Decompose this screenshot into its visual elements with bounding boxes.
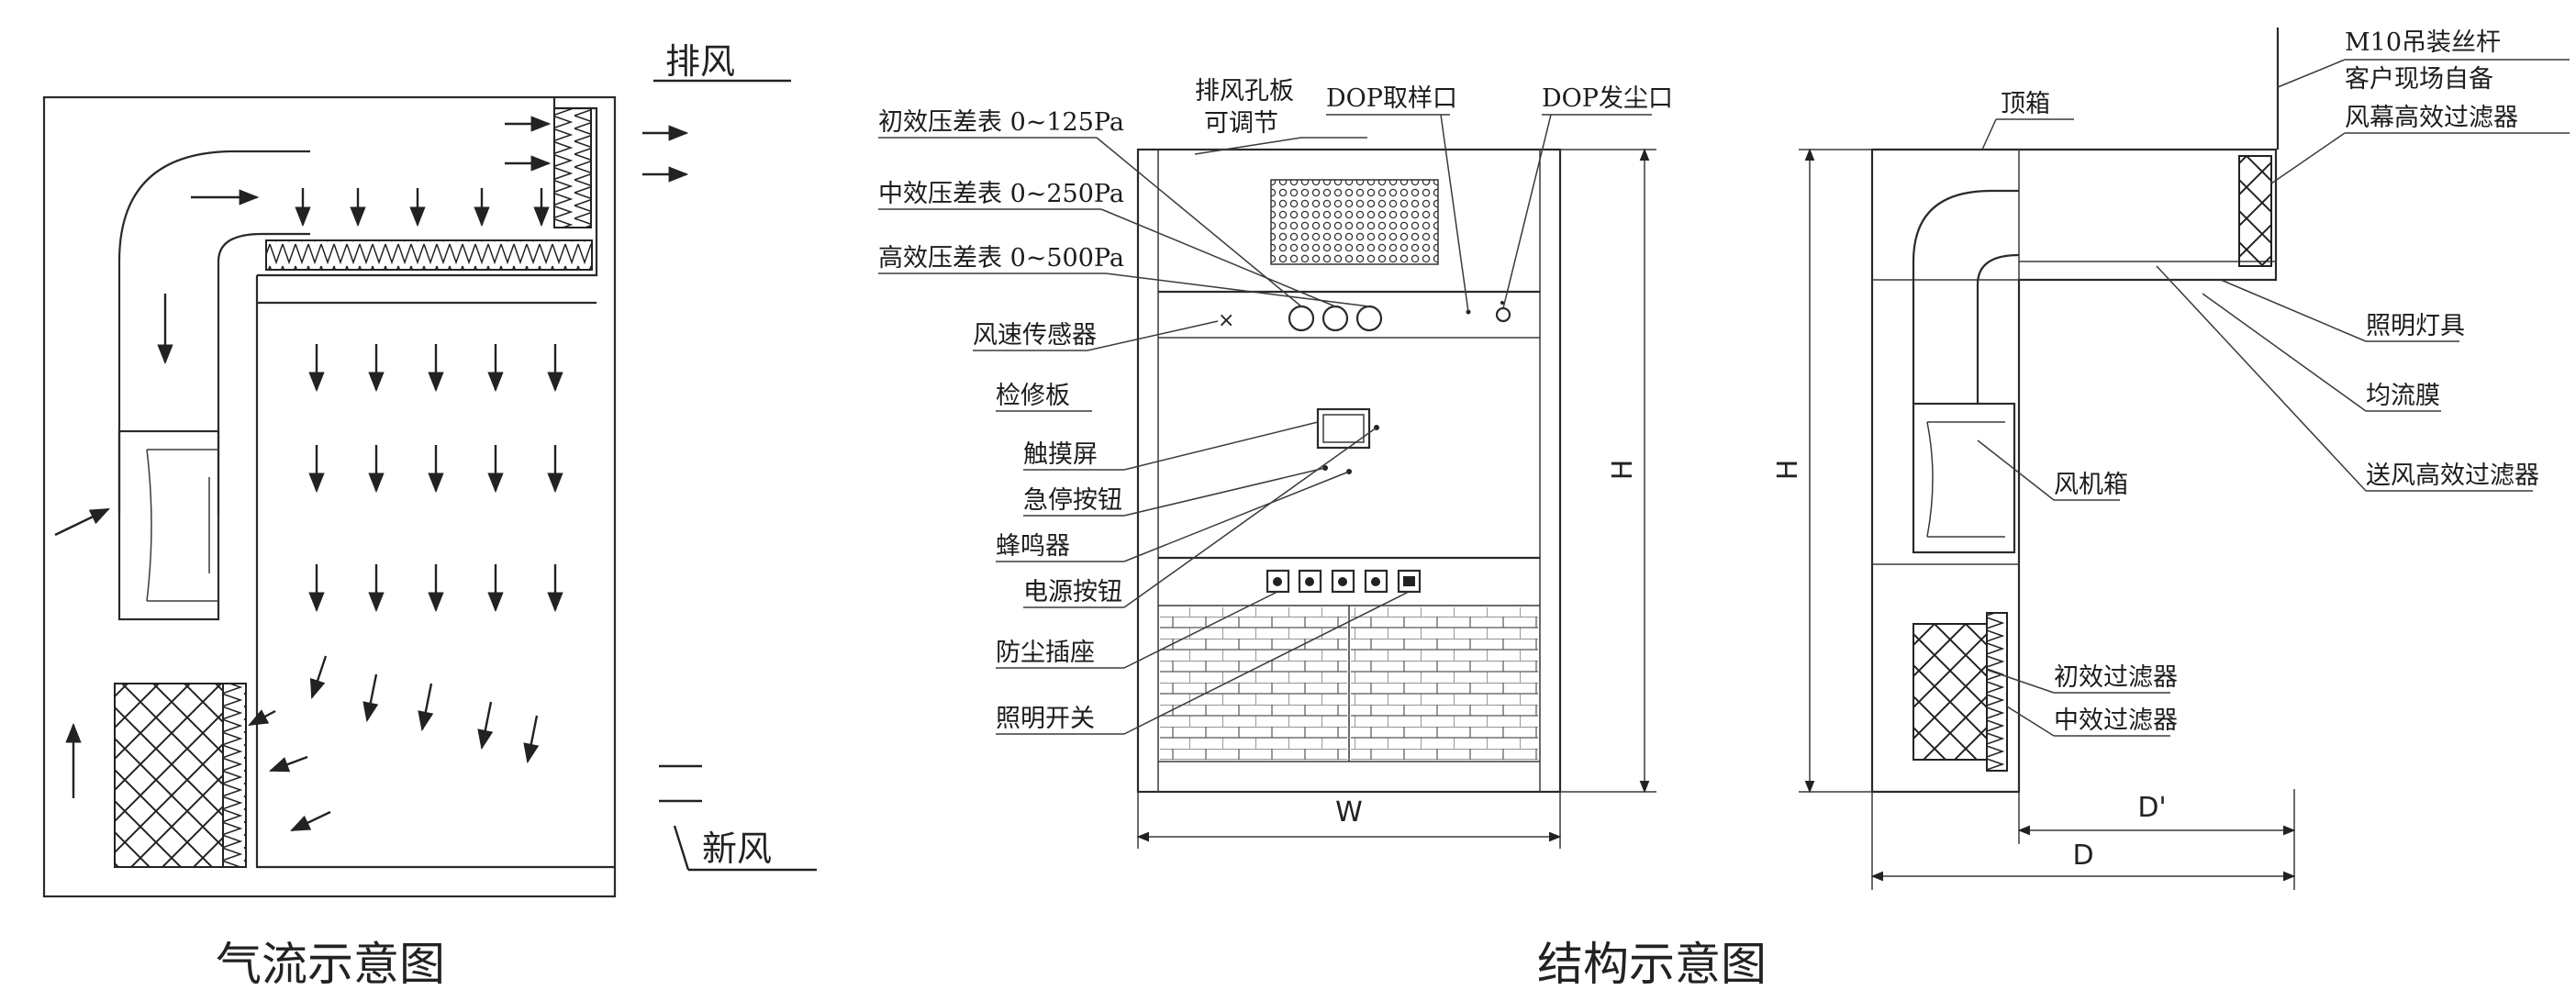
side-dimension-lines <box>1799 148 2296 890</box>
hepa-gauge-icon <box>1355 305 1383 332</box>
mid-filter-label: 中效过滤器 <box>2054 706 2178 735</box>
side-return-duct <box>1912 189 2020 404</box>
exhaust-label: 排风 <box>665 41 735 82</box>
airflow-fan-casing <box>117 429 220 621</box>
front-structure-diagram: × <box>878 77 1673 849</box>
side-height-dim: H <box>1772 460 1804 481</box>
touch-screen-icon <box>1316 407 1371 450</box>
top-box-label: 顶箱 <box>2001 90 2050 118</box>
power-button-label: 电源按钮 <box>1023 578 1122 606</box>
touch-screen-label: 触摸屏 <box>1023 440 1098 469</box>
airflow-mid-filter <box>222 683 247 868</box>
side-fan-box <box>1912 402 2016 554</box>
airflow-top-box-wall <box>257 97 598 277</box>
airflow-arrows <box>54 116 563 832</box>
supply-hepa-label: 送风高效过滤器 <box>2366 462 2539 490</box>
side-mid-filter-icon <box>1986 612 2008 772</box>
mid-gauge-label: 中效压差表 0~250Pa <box>878 180 1124 208</box>
airflow-diagram: 排风 新风 气流示意图 <box>42 41 817 991</box>
airflow-pre-filter <box>114 683 224 868</box>
m10-rod-label-2: 客户现场自备 <box>2345 65 2493 94</box>
pressure-gauges <box>1288 305 1383 332</box>
pre-gauge-label: 初效压差表 0~125Pa <box>878 108 1124 137</box>
front-height-dim: H <box>1607 460 1639 481</box>
front-width-dim: W <box>1335 796 1363 829</box>
exhaust-orifice-plate <box>1270 179 1439 265</box>
airflow-fan-icon <box>146 449 218 602</box>
side-curtain-hepa-icon <box>2238 155 2272 267</box>
dop-dust-port-icon <box>1495 306 1511 323</box>
side-leader-lines <box>1977 59 2570 737</box>
access-panel-label: 检修板 <box>996 382 1070 410</box>
front-leader-lines <box>878 114 1652 735</box>
m10-rod-label-1: M10吊装丝杆 <box>2345 28 2501 57</box>
structure-caption: 结构示意图 <box>1537 938 1767 991</box>
side-structure-diagram: 顶箱 M10吊装丝杆 客户现场自备 风幕高效过滤器 照明灯具 均流膜 送风高效过… <box>1772 28 2570 890</box>
airflow-chamber-wall <box>255 275 615 869</box>
emergency-stop-label: 急停按钮 <box>1023 486 1122 515</box>
dop-dust-label: DOP发尘口 <box>1542 84 1673 113</box>
pre-filter-label: 初效过滤器 <box>2054 663 2178 692</box>
airflow-caption: 气流示意图 <box>216 938 445 991</box>
side-depth-dim: D <box>2072 840 2093 872</box>
front-cabinet-outline <box>1136 148 1562 794</box>
airflow-outside-marks <box>642 79 817 872</box>
side-pre-filter-icon <box>1912 623 1988 761</box>
airflow-hepa-filter <box>265 239 593 271</box>
airflow-return-duct <box>117 150 310 514</box>
pre-gauge-icon <box>1288 305 1315 332</box>
side-depth-inner-dim: D' <box>2137 792 2166 824</box>
air-speed-sensor-icon: × <box>1218 309 1234 332</box>
mid-gauge-icon <box>1321 305 1349 332</box>
curtain-hepa-label: 风幕高效过滤器 <box>2345 104 2518 132</box>
fan-box-label: 风机箱 <box>2054 471 2128 499</box>
front-left-filter-grille <box>1160 607 1347 760</box>
dop-sample-label: DOP取样口 <box>1326 84 1457 113</box>
exhaust-plate-label-2: 可调节 <box>1204 109 1278 138</box>
exhaust-plate-label-1: 排风孔板 <box>1195 77 1294 106</box>
lighting-label: 照明灯具 <box>2366 312 2465 340</box>
fresh-air-label: 新风 <box>702 829 772 869</box>
air-speed-sensor-label: 风速传感器 <box>973 321 1097 350</box>
airflow-exhaust-filter <box>553 107 592 228</box>
buzzer-label: 蜂鸣器 <box>996 532 1070 561</box>
light-switch-label: 照明开关 <box>996 705 1095 733</box>
front-right-filter-grille <box>1351 607 1538 760</box>
diffuser-label: 均流膜 <box>2366 382 2440 410</box>
airflow-outer-frame <box>42 95 617 898</box>
hepa-gauge-label: 高效压差表 0~500Pa <box>878 244 1124 272</box>
dustproof-socket-label: 防尘插座 <box>996 639 1095 667</box>
front-dimension-lines <box>1136 148 1656 849</box>
control-buttons-row <box>1266 569 1422 594</box>
